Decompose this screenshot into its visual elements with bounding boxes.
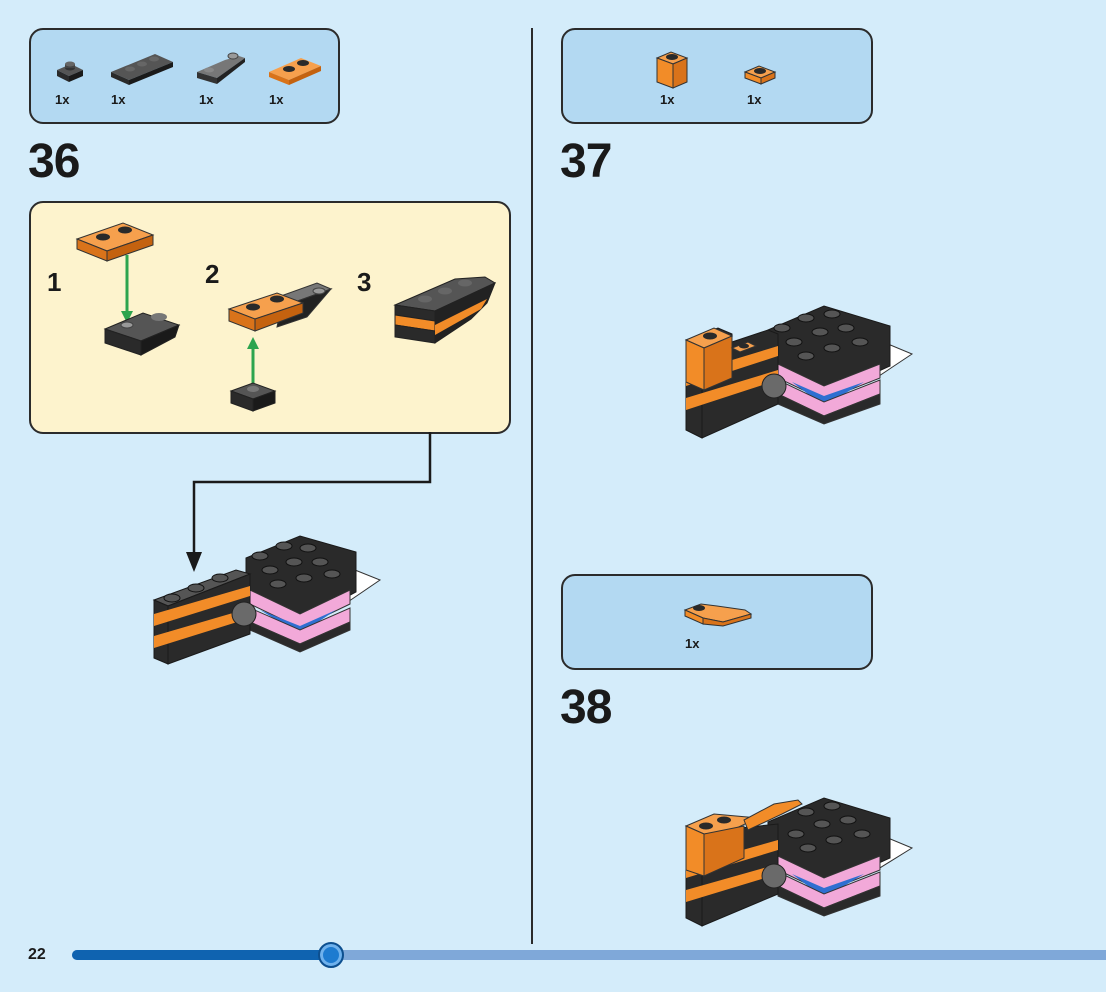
step-number: 38 xyxy=(560,681,612,734)
column-divider xyxy=(531,28,533,944)
step-38-parts-box: 1x xyxy=(561,574,873,670)
part-qty: 1x xyxy=(269,92,284,107)
substep-3-illustration xyxy=(393,276,497,344)
step-number: 36 xyxy=(28,135,80,188)
progress-knob xyxy=(317,942,344,968)
part-qty: 1x xyxy=(111,92,126,107)
orange-plate-1x1-icon xyxy=(743,65,777,85)
step-37-model xyxy=(684,305,914,439)
black-plate-1x3-icon xyxy=(111,54,173,85)
progress-track xyxy=(72,950,1106,960)
black-plate-1x1-icon xyxy=(57,61,83,82)
substep-number: 3 xyxy=(357,267,372,297)
step-36-parts-box: 1x 1x 1x 1x xyxy=(29,28,340,124)
dark-curved-slope-icon xyxy=(197,52,245,84)
part-qty: 1x xyxy=(685,636,700,651)
progress-fill xyxy=(72,950,331,960)
step-37-parts-box: 1x 1x xyxy=(561,28,873,124)
orange-curved-slope-icon xyxy=(683,603,753,627)
substep-1-illustration xyxy=(75,222,181,356)
orange-plate-1x2-icon xyxy=(269,58,321,85)
step-36-model xyxy=(152,535,382,665)
substep-number: 2 xyxy=(205,259,220,289)
part-qty: 1x xyxy=(199,92,214,107)
step-38-model xyxy=(684,797,914,927)
orange-brick-1x1-icon xyxy=(655,51,689,89)
part-qty: 1x xyxy=(747,92,762,107)
substep-number: 1 xyxy=(47,267,62,297)
part-qty: 1x xyxy=(660,92,675,107)
sub-assembly-panel: 1 2 3 xyxy=(29,201,511,434)
progress-bar xyxy=(72,942,1106,968)
part-qty: 1x xyxy=(55,92,70,107)
substep-2-illustration xyxy=(227,282,333,412)
step-number: 37 xyxy=(560,135,612,188)
page-number: 22 xyxy=(28,946,46,963)
connector-arrow xyxy=(186,432,432,572)
